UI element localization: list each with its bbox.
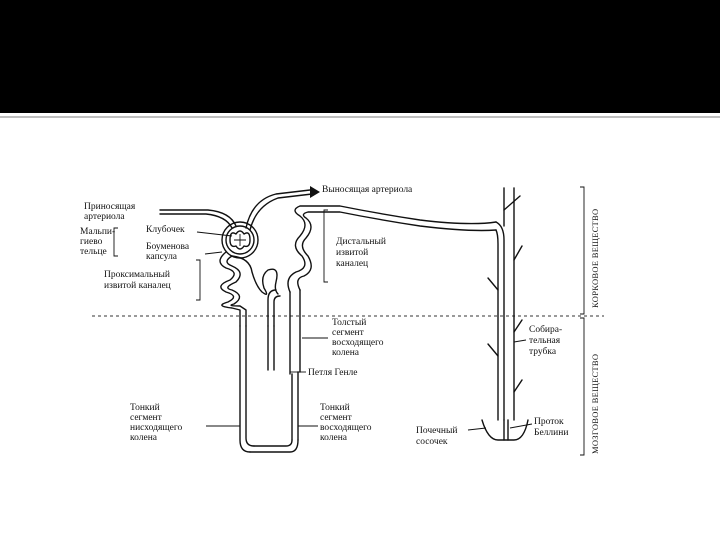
henle-descending-outer <box>239 325 251 453</box>
label-bellini-1: Проток <box>534 417 564 427</box>
tubule-segment-left <box>267 289 277 327</box>
distal-tubule-wall <box>297 211 497 291</box>
tributary-3 <box>487 277 499 291</box>
proximal-tubule-loops <box>231 255 279 295</box>
label-thick-2: сегмент <box>332 328 365 338</box>
distal-tubule <box>287 205 497 293</box>
label-glomerulus: Клубочек <box>146 224 185 235</box>
medulla-bracket <box>580 317 585 456</box>
label-collecting-3: трубка <box>529 346 557 357</box>
label-medulla: МОЗГОВОЕ ВЕЩЕСТВО <box>590 354 600 454</box>
label-distal-2: извитой <box>336 247 368 258</box>
label-thin-asc-2: сегмент <box>320 413 353 423</box>
label-collecting-1: Собира- <box>529 324 562 335</box>
afferent-arteriole <box>159 209 237 227</box>
glomerulus-capillaries <box>234 234 246 246</box>
label-malpighian-1: Мальпи- <box>80 227 115 237</box>
label-proximal-2: извитой каналец <box>104 280 171 291</box>
label-thin-desc-4: колена <box>130 433 158 443</box>
label-distal-1: Дистальный <box>336 236 386 247</box>
label-afferent-1: Приносящая <box>84 202 136 212</box>
tributary-1 <box>503 195 521 211</box>
label-thin-asc-4: колена <box>320 433 348 443</box>
label-afferent-2: артериола <box>84 212 125 222</box>
tributary-6 <box>513 379 523 393</box>
tributary-2 <box>513 245 523 261</box>
tributary-4 <box>513 319 523 333</box>
henle-descending-inner <box>245 325 255 447</box>
label-thin-desc-1: Тонкий <box>130 402 160 413</box>
label-malpighian-3: тельце <box>80 247 107 257</box>
tubule-segment-left-inner <box>273 295 281 327</box>
label-papilla-1: Почечный <box>416 425 457 436</box>
label-bowman-1: Боуменова <box>146 242 190 252</box>
collecting-duct-outer <box>495 221 505 421</box>
label-thin-asc-3: восходящего <box>320 423 372 433</box>
distal-bracket <box>323 209 328 283</box>
afferent-arteriole-wall <box>159 213 233 229</box>
label-henle: Петля Генле <box>308 368 358 378</box>
label-bowman-2: капсула <box>146 252 178 262</box>
collecting-duct-inner <box>495 229 499 421</box>
label-thin-asc-1: Тонкий <box>320 402 350 413</box>
efferent-arteriole-wall <box>249 193 313 231</box>
efferent-arrow-icon <box>310 186 320 198</box>
bellini-duct <box>503 419 509 441</box>
henle-loop-bottom-inner <box>253 439 293 447</box>
label-efferent: Выносящая артериола <box>322 185 413 195</box>
bowman-leader <box>204 251 223 255</box>
label-proximal-1: Проксимальный <box>104 269 170 280</box>
proximal-tubule-wall <box>226 255 247 327</box>
label-thick-4: колена <box>332 348 360 358</box>
collecting-leader <box>513 339 527 343</box>
papilla-leader <box>467 427 487 431</box>
label-thin-desc-2: сегмент <box>130 413 163 423</box>
label-bellini-2: Беллини <box>534 428 568 438</box>
label-distal-3: каналец <box>336 259 368 269</box>
glomerulus-leader <box>196 231 233 237</box>
proximal-tubule <box>219 251 241 327</box>
label-papilla-2: сосочек <box>416 437 448 447</box>
malpighian-bracket <box>113 227 118 257</box>
label-thin-desc-3: нисходящего <box>130 423 183 433</box>
label-cortex: КОРКОВОЕ ВЕЩЕСТВО <box>590 209 600 308</box>
glomerulus <box>229 230 251 250</box>
label-thick-3: восходящего <box>332 338 384 348</box>
tubule-segment-down <box>267 325 275 371</box>
divider-line <box>0 116 720 118</box>
label-thick-1: Толстый <box>332 317 366 328</box>
renal-papilla <box>481 419 529 441</box>
proximal-bracket <box>196 259 201 301</box>
cortex-bracket <box>580 186 585 315</box>
tributary-5 <box>487 343 499 357</box>
efferent-arteriole <box>245 189 311 229</box>
label-collecting-2: тельная <box>529 336 561 346</box>
bowman-capsule-inner <box>225 225 255 255</box>
bellini-leader <box>509 423 533 429</box>
henle-loop-bottom <box>249 439 299 453</box>
label-malpighian-2: гиево <box>80 237 103 247</box>
title-band <box>0 0 720 113</box>
